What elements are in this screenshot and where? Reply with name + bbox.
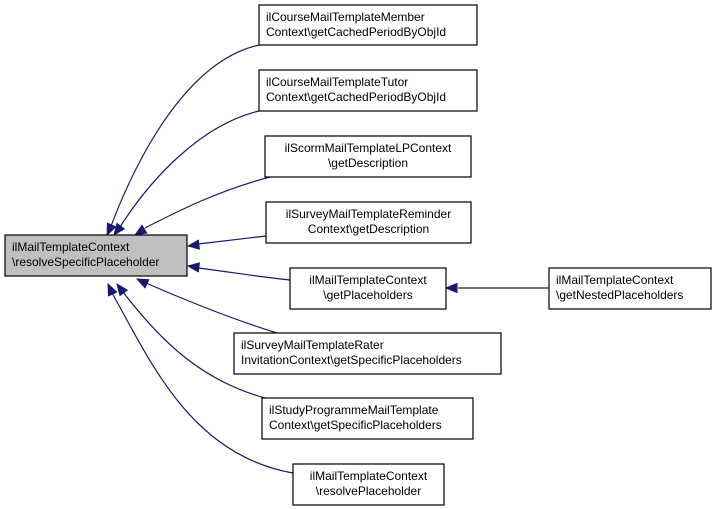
node-label-line: \getPlaceholders bbox=[323, 288, 412, 302]
edge-n5-to-root bbox=[186, 262, 291, 281]
node-label-line: ilCourseMailTemplateTutor bbox=[266, 75, 408, 89]
caller-node[interactable]: ilSurveyMailTemplateRaterInvitationConte… bbox=[233, 332, 502, 375]
node-label-line: ilMailTemplateContext bbox=[12, 240, 130, 254]
edge-line bbox=[122, 291, 266, 399]
caller-node[interactable]: ilScormMailTemplateLPContext\getDescript… bbox=[264, 135, 472, 178]
node-box[interactable] bbox=[258, 4, 478, 46]
caller-node[interactable]: ilMailTemplateContext\resolvePlaceholder bbox=[292, 463, 445, 506]
node-box[interactable] bbox=[289, 267, 447, 310]
node-label-line: Context\getDescription bbox=[308, 222, 429, 236]
edge-line bbox=[145, 282, 278, 334]
node-box[interactable] bbox=[264, 135, 472, 178]
caller-node[interactable]: ilMailTemplateContext\getPlaceholders bbox=[289, 267, 447, 310]
edge-n4-to-root bbox=[186, 235, 267, 250]
node-label-line: \resolveSpecificPlaceholder bbox=[12, 255, 159, 269]
edge-line bbox=[197, 267, 291, 281]
node-label-line: \getNestedPlaceholders bbox=[556, 288, 683, 302]
edge-n7-to-root bbox=[116, 282, 266, 399]
node-label-line: Context\getCachedPeriodByObjId bbox=[266, 90, 446, 104]
node-box bbox=[4, 234, 188, 277]
node-label-line: ilMailTemplateContext bbox=[556, 273, 674, 287]
node-label-line: ilStudyProgrammeMailTemplate bbox=[269, 403, 439, 417]
arrowhead-icon bbox=[186, 239, 200, 250]
arrowhead-icon bbox=[107, 282, 118, 297]
caller-node[interactable]: ilCourseMailTemplateTutorContext\getCach… bbox=[258, 69, 478, 112]
edge-line bbox=[144, 176, 271, 229]
edge-n9-to-n5 bbox=[444, 282, 549, 294]
node-box[interactable] bbox=[265, 201, 472, 244]
caller-node[interactable]: ilCourseMailTemplateMemberContext\getCac… bbox=[258, 4, 478, 46]
arrowhead-icon bbox=[444, 282, 458, 294]
node-label-line: ilMailTemplateContext bbox=[309, 273, 427, 287]
arrowhead-icon bbox=[113, 222, 126, 237]
edges-layer bbox=[106, 44, 549, 474]
caller-node[interactable]: ilStudyProgrammeMailTemplateContext\getS… bbox=[261, 397, 474, 440]
node-label-line: \resolvePlaceholder bbox=[316, 484, 421, 498]
node-label-line: ilScormMailTemplateLPContext bbox=[285, 141, 452, 155]
node-label-line: ilSurveyMailTemplateRater bbox=[241, 338, 384, 352]
node-label-line: InvitationContext\getSpecificPlaceholder… bbox=[241, 353, 462, 367]
arrowhead-icon bbox=[116, 282, 129, 297]
node-label-line: ilSurveyMailTemplateReminder bbox=[286, 207, 451, 221]
arrowhead-icon bbox=[135, 278, 150, 289]
edge-line bbox=[110, 44, 260, 227]
edge-line bbox=[197, 235, 267, 245]
arrowhead-icon bbox=[106, 222, 117, 237]
node-box[interactable] bbox=[261, 397, 474, 440]
caller-node[interactable]: ilSurveyMailTemplateReminderContext\getD… bbox=[265, 201, 472, 244]
arrowhead-icon bbox=[186, 262, 200, 273]
node-box[interactable] bbox=[258, 69, 478, 112]
edge-n3-to-root bbox=[133, 176, 271, 236]
node-label-line: ilMailTemplateContext bbox=[310, 469, 428, 483]
node-label-line: Context\getSpecificPlaceholders bbox=[269, 418, 442, 432]
edge-line bbox=[119, 110, 260, 228]
root-node: ilMailTemplateContext\resolveSpecificPla… bbox=[4, 234, 188, 277]
caller-node[interactable]: ilMailTemplateContext\getNestedPlacehold… bbox=[548, 267, 712, 310]
edge-n2-to-root bbox=[113, 110, 260, 237]
node-label-line: ilCourseMailTemplateMember bbox=[266, 10, 425, 24]
node-label-line: Context\getCachedPeriodByObjId bbox=[266, 25, 446, 39]
node-box[interactable] bbox=[233, 332, 502, 375]
edge-n6-to-root bbox=[135, 278, 278, 334]
node-box[interactable] bbox=[292, 463, 445, 506]
edge-n8-to-root bbox=[107, 282, 294, 474]
node-box[interactable] bbox=[548, 267, 712, 310]
edge-n1-to-root bbox=[106, 44, 260, 237]
edge-line bbox=[111, 292, 294, 474]
node-label-line: \getDescription bbox=[328, 156, 408, 170]
arrowhead-icon bbox=[133, 224, 148, 236]
nodes-layer: ilMailTemplateContext\resolveSpecificPla… bbox=[4, 4, 712, 506]
